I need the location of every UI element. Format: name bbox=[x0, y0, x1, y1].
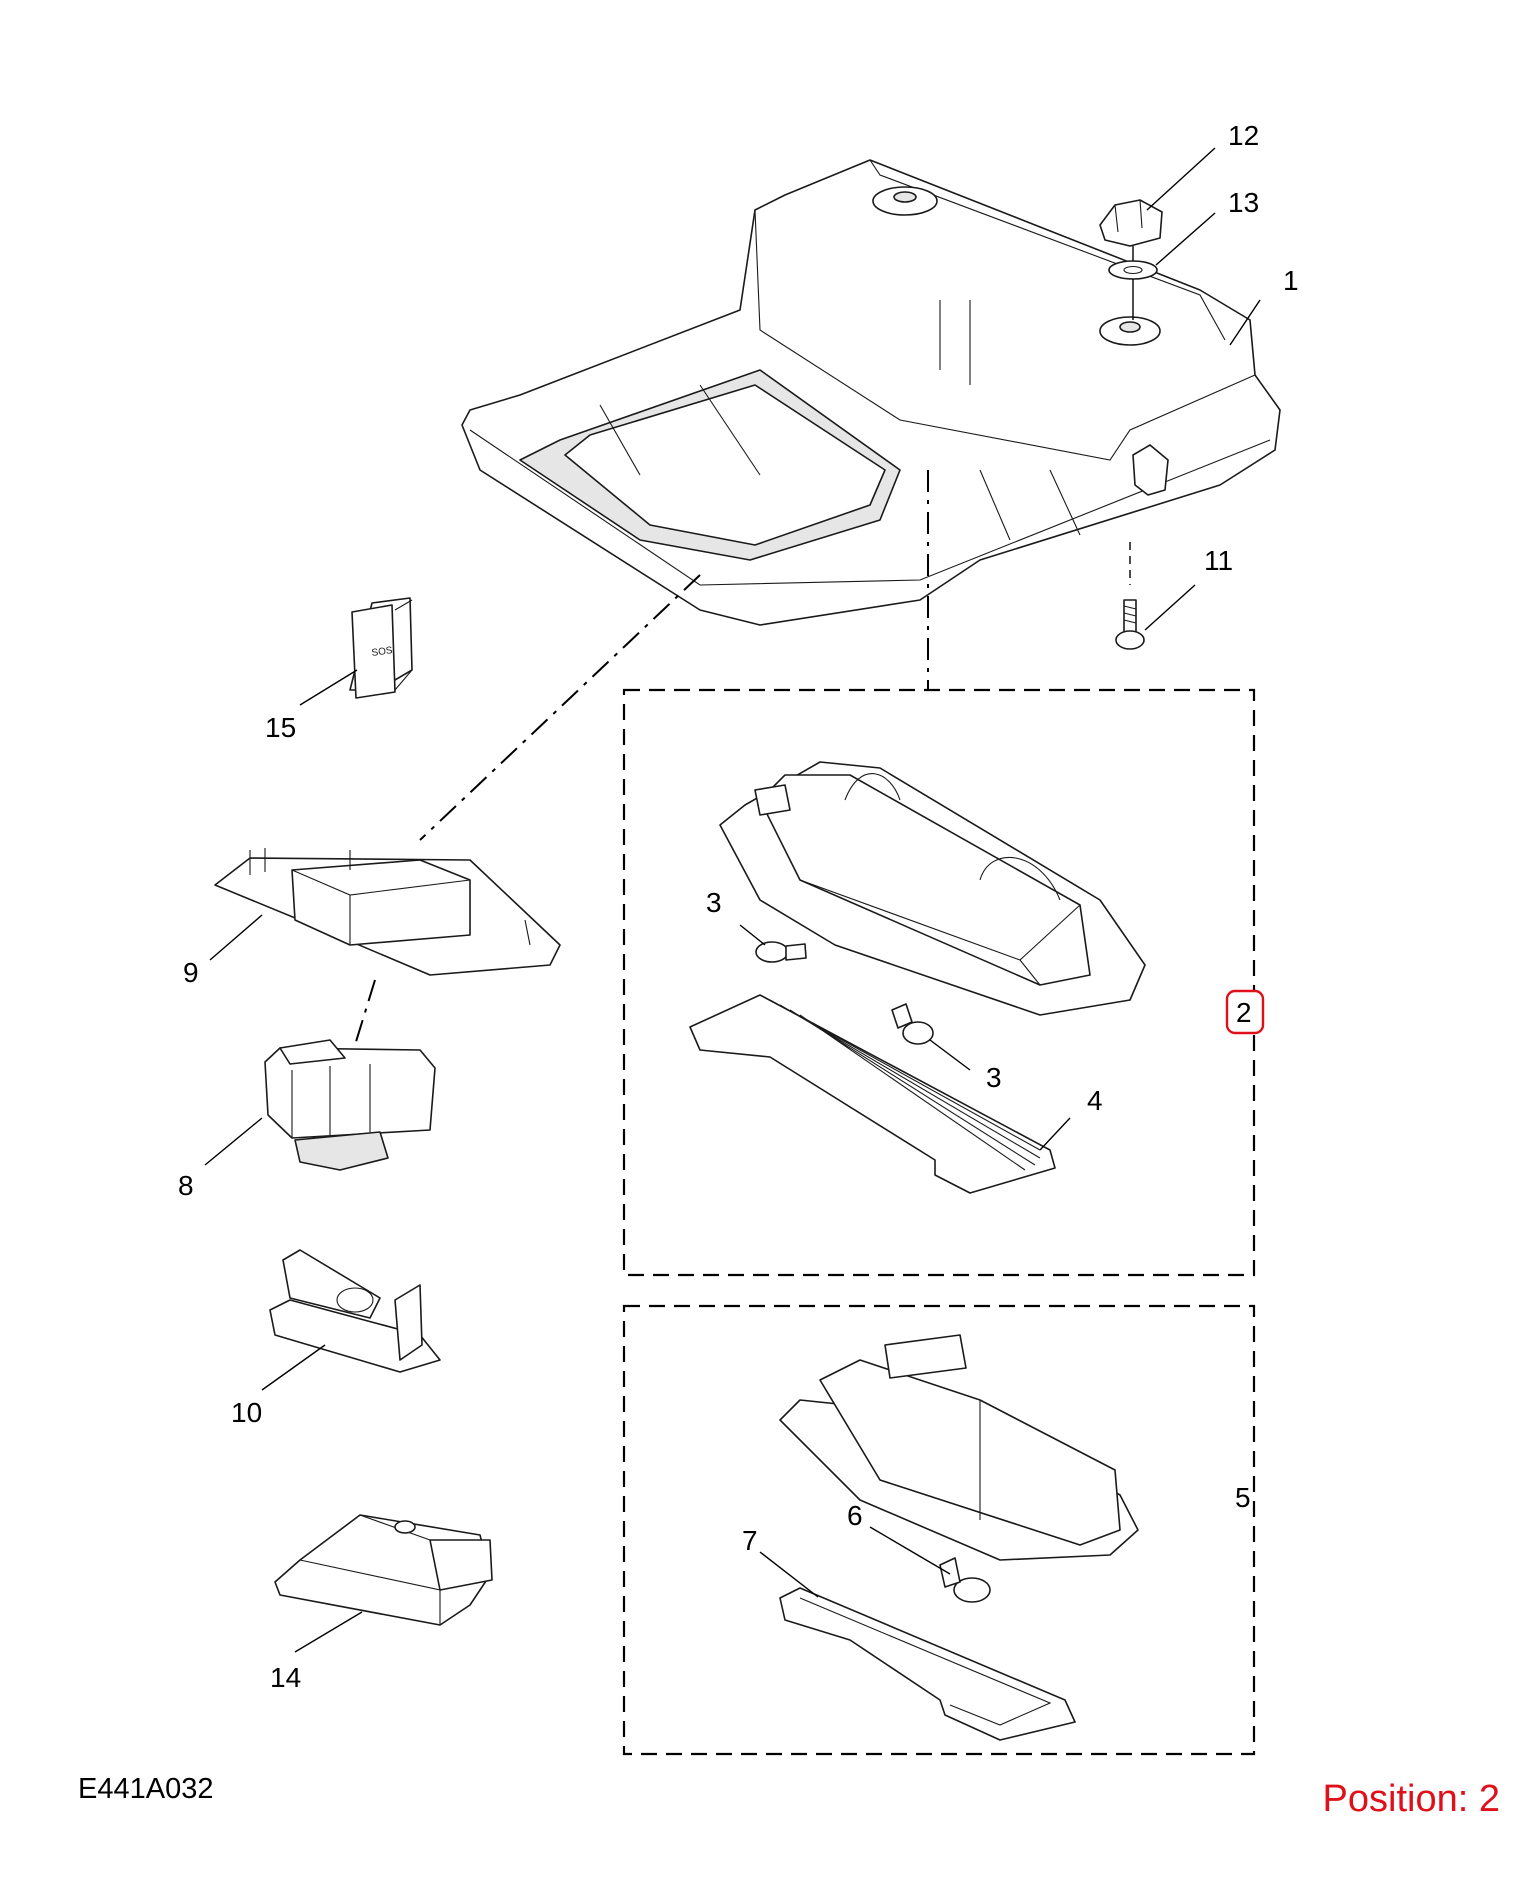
callout-13: 13 bbox=[1228, 187, 1259, 218]
callout-5: 5 bbox=[1235, 1482, 1251, 1513]
part-7-lens bbox=[779, 1587, 1076, 1741]
part-15-sos-button: SOS bbox=[349, 597, 413, 699]
part-14-map-light bbox=[274, 1514, 493, 1626]
callout-4: 4 bbox=[1087, 1085, 1103, 1116]
callout-1: 1 bbox=[1283, 265, 1299, 296]
diagram-code: E441A032 bbox=[78, 1773, 214, 1805]
callout-14: 14 bbox=[270, 1662, 301, 1693]
part-1-console-housing bbox=[461, 159, 1281, 626]
callout-8: 8 bbox=[178, 1170, 194, 1201]
callout-9: 9 bbox=[183, 957, 199, 988]
callout-2: 2 bbox=[1236, 997, 1252, 1028]
part-11-screw bbox=[1115, 542, 1145, 650]
part-3a-bulb bbox=[755, 941, 807, 963]
sos-button-text: SOS bbox=[371, 645, 394, 659]
part-12-clip bbox=[1099, 199, 1163, 247]
part-5-lamp-assembly bbox=[779, 1334, 1139, 1561]
callout-7: 7 bbox=[742, 1525, 758, 1556]
part-13-washer bbox=[1108, 260, 1158, 280]
callout-3a: 3 bbox=[706, 887, 722, 918]
group-2-boundary bbox=[622, 688, 1256, 1277]
part-6-bulb bbox=[939, 1557, 991, 1603]
part-2-dome-lamp bbox=[719, 761, 1146, 1016]
part-9-bezel bbox=[214, 848, 561, 976]
part-10-lamp-housing bbox=[269, 1249, 441, 1373]
callout-10: 10 bbox=[231, 1397, 262, 1428]
group-5-boundary bbox=[622, 1304, 1256, 1756]
part-3b-bulb bbox=[891, 1003, 934, 1045]
position-label: Position: 2 bbox=[1322, 1778, 1500, 1820]
callout-15: 15 bbox=[265, 712, 296, 743]
callout-6: 6 bbox=[847, 1500, 863, 1531]
callout-3b: 3 bbox=[986, 1062, 1002, 1093]
callout-12: 12 bbox=[1228, 120, 1259, 151]
callout-2-highlight: 2 bbox=[1225, 989, 1265, 1035]
part-4-lens bbox=[689, 994, 1056, 1194]
part-8-switch-module bbox=[264, 1039, 436, 1171]
callout-11: 11 bbox=[1204, 545, 1233, 576]
